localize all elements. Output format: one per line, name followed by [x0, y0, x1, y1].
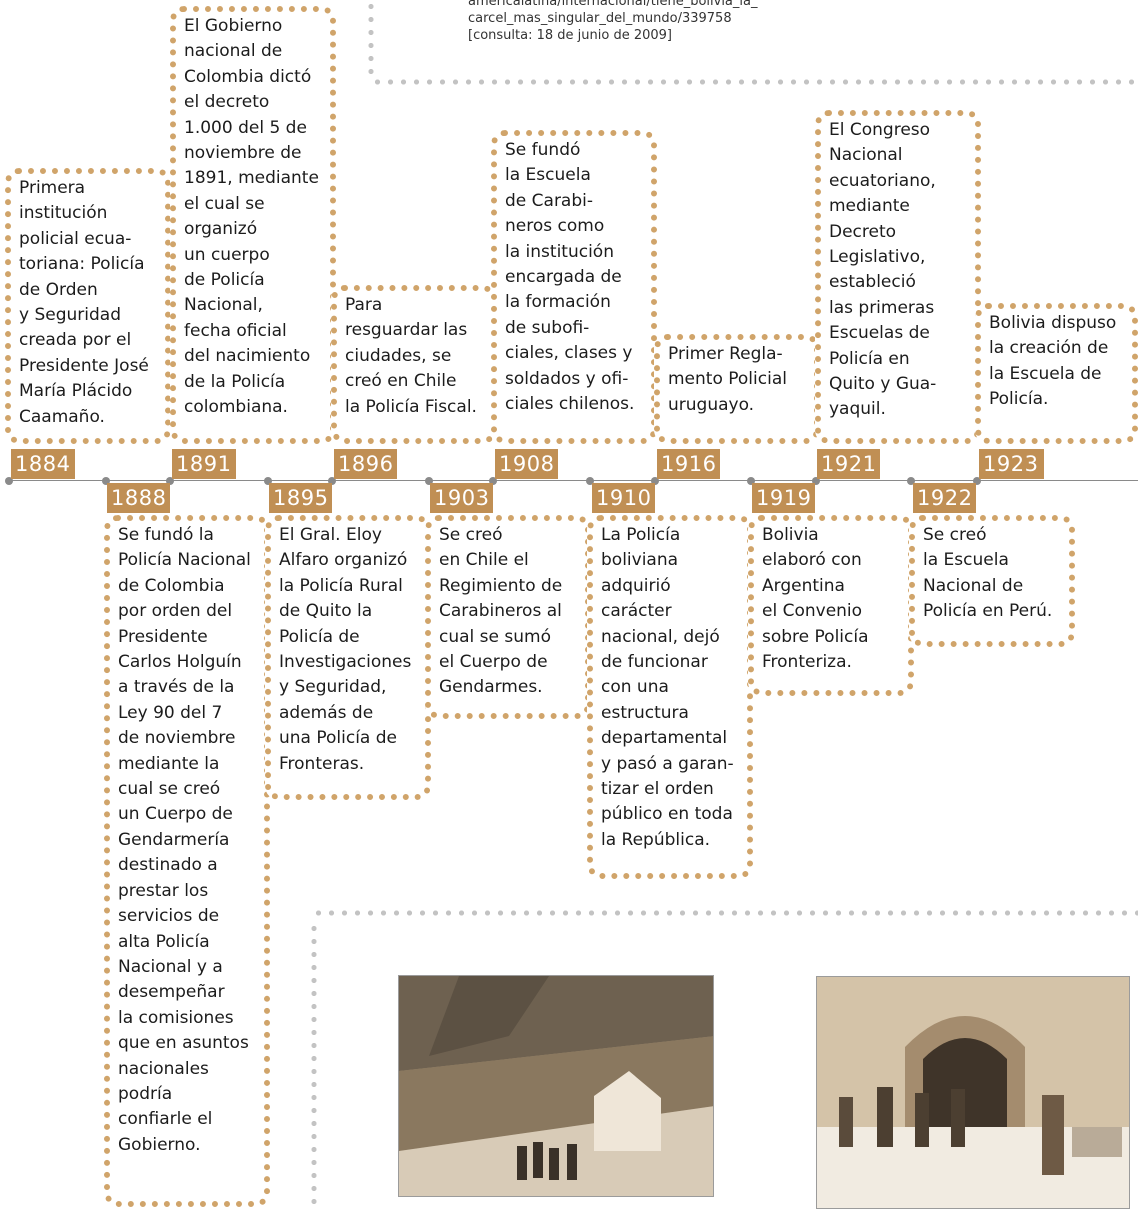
event-text-1921: El Congreso Nacional ecuatoriano, median… [829, 120, 937, 420]
rooftops-photo [398, 975, 714, 1197]
event-text-1903: Se creó en Chile el Regimiento de Carabi… [439, 525, 563, 698]
prison-gate-photo [816, 976, 1130, 1209]
event-text-1891: El Gobierno nacional de Colombia dictó e… [184, 16, 319, 418]
year-label-1923: 1923 [979, 449, 1044, 479]
year-label-1921: 1921 [817, 449, 880, 479]
year-label-1922: 1922 [913, 483, 976, 513]
year-label-1896: 1896 [334, 449, 397, 479]
event-card-1895: El Gral. Eloy Alfaro organizó la Policía… [265, 515, 431, 800]
timeline-tick [328, 477, 336, 485]
timeline-tick [747, 477, 755, 485]
rooftops-photo-image [399, 976, 713, 1196]
year-label-1891: 1891 [172, 449, 236, 479]
reference-box-left-border [368, 0, 374, 78]
event-card-1884: Primera institución policial ecua- toria… [5, 168, 171, 444]
event-card-1919: Bolivia elaboró con Argentina el Conveni… [748, 515, 914, 696]
timeline-tick [651, 477, 659, 485]
event-card-1923: Bolivia dispuso la creación de la Escuel… [975, 303, 1138, 444]
timeline-tick [425, 477, 433, 485]
year-label-1916: 1916 [657, 449, 720, 479]
event-card-1888: Se fundó la Policía Nacional de Colombia… [104, 515, 270, 1207]
reference-line-2: carcel_mas_singular_del_mundo/339758 [468, 11, 732, 26]
event-text-1895: El Gral. Eloy Alfaro organizó la Policía… [279, 525, 412, 774]
timeline-tick [166, 477, 174, 485]
timeline-tick [586, 477, 594, 485]
event-text-1916: Primer Regla- mento Policial uruguayo. [668, 344, 787, 415]
year-label-1895: 1895 [269, 483, 332, 513]
year-label-1908: 1908 [495, 449, 558, 479]
timeline-tick [264, 477, 272, 485]
year-label-1903: 1903 [430, 483, 493, 513]
event-text-1923: Bolivia dispuso la creación de la Escuel… [989, 313, 1117, 410]
event-text-1896: Para resguardar las ciudades, se creó en… [345, 295, 477, 417]
event-text-1919: Bolivia elaboró con Argentina el Conveni… [762, 525, 869, 673]
event-card-1908: Se fundó la Escuela de Carabi- neros com… [491, 130, 657, 444]
photo-box-left-border [311, 922, 317, 1209]
event-text-1884: Primera institución policial ecua- toria… [19, 178, 149, 427]
event-text-1908: Se fundó la Escuela de Carabi- neros com… [505, 140, 635, 415]
timeline-tick [812, 477, 820, 485]
timeline-tick [973, 477, 981, 485]
event-card-1903: Se creó en Chile el Regimiento de Carabi… [425, 515, 591, 719]
year-label-1888: 1888 [107, 483, 170, 513]
reference-text: americalatina/internacional/tiene_bolivi… [468, 0, 757, 44]
event-text-1888: Se fundó la Policía Nacional de Colombia… [118, 525, 251, 1155]
prison-gate-photo-image [817, 977, 1129, 1208]
year-label-1919: 1919 [752, 483, 815, 513]
year-label-1884: 1884 [11, 449, 75, 479]
year-label-1910: 1910 [592, 483, 655, 513]
timeline-tick [489, 477, 497, 485]
event-text-1922: Se creó la Escuela Nacional de Policía e… [923, 525, 1053, 622]
reference-line-1: americalatina/internacional/tiene_bolivi… [468, 0, 758, 9]
event-card-1910: La Policía boliviana adquirió carácter n… [587, 515, 753, 879]
event-card-1916: Primer Regla- mento Policial uruguayo. [654, 334, 820, 444]
timeline-axis [8, 480, 1138, 481]
event-card-1896: Para resguardar las ciudades, se creó en… [331, 285, 497, 444]
timeline-tick [102, 477, 110, 485]
event-text-1910: La Policía boliviana adquirió carácter n… [601, 525, 734, 850]
event-card-1922: Se creó la Escuela Nacional de Policía e… [909, 515, 1075, 647]
photo-box-top-border [312, 910, 1138, 916]
event-card-1921: El Congreso Nacional ecuatoriano, median… [815, 110, 981, 444]
reference-box-bottom-border [371, 79, 1138, 85]
timeline-tick [5, 477, 13, 485]
reference-line-3: [consulta: 18 de junio de 2009] [468, 28, 672, 43]
event-card-1891: El Gobierno nacional de Colombia dictó e… [170, 6, 336, 444]
timeline-tick [907, 477, 915, 485]
